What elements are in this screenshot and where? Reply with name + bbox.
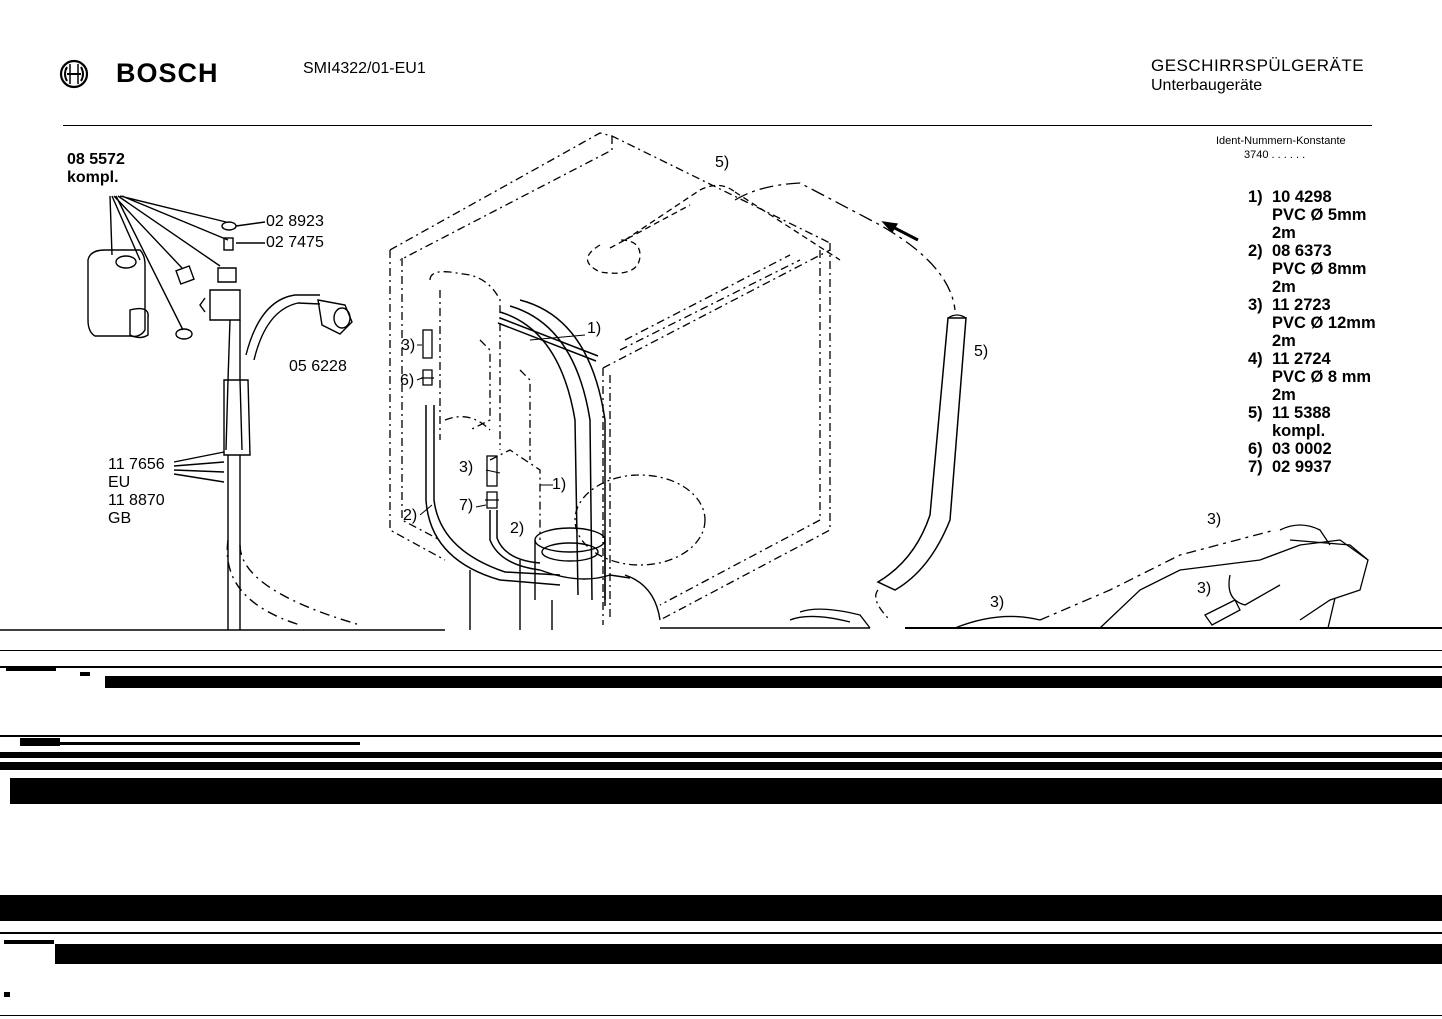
legend-entry: 4) 11 2724 PVC Ø 8 mm 2m: [1248, 350, 1376, 404]
legend-num: 2): [1248, 242, 1263, 260]
ref-label: 1): [552, 476, 567, 493]
ref-label: 5): [974, 343, 989, 360]
ident-value: 3740 . . . . . .: [1244, 149, 1306, 161]
scan-band: [60, 742, 360, 745]
hose-gb-label: GB: [108, 510, 132, 527]
scan-band: [0, 895, 1442, 921]
tube-part-3a: [422, 329, 433, 359]
part-label-056228: 05 6228: [289, 358, 347, 375]
ref-label: 2): [510, 520, 525, 537]
legend-line: PVC Ø 12mm: [1272, 314, 1376, 332]
scan-band: [80, 672, 90, 676]
legend-line: 11 5388: [1272, 404, 1331, 422]
legend-line: 08 6373: [1272, 242, 1332, 260]
inlet-valve-kit: [87, 195, 266, 340]
legend-num: 6): [1248, 440, 1263, 458]
hose-eu-label: EU: [108, 474, 131, 491]
dishwasher-body-outline: [389, 132, 831, 625]
hose-gb-number: 11 8870: [108, 492, 165, 509]
part-label-028923: 02 8923: [266, 213, 324, 230]
header-divider: [63, 125, 1372, 126]
tube-part-3b: [486, 455, 498, 487]
vent-hose-route: [734, 182, 956, 311]
parts-legend: 1) 10 4298 PVC Ø 5mm 2m 2) 08 6373 PVC Ø…: [1248, 188, 1376, 476]
scan-line: [0, 932, 1442, 934]
legend-num: 4): [1248, 350, 1263, 368]
ref-label: 3): [1197, 580, 1212, 597]
scan-line: [0, 666, 1442, 668]
scan-band: [0, 762, 1442, 770]
legend-line: PVC Ø 8 mm: [1272, 368, 1372, 386]
legend-line: 2m: [1272, 386, 1296, 404]
legend-num: 3): [1248, 296, 1263, 314]
legend-num: 5): [1248, 404, 1263, 422]
legend-line: 02 9937: [1272, 458, 1332, 476]
brand-logo: [58, 58, 90, 95]
legend-line: PVC Ø 5mm: [1272, 206, 1367, 224]
scan-band: [10, 778, 1442, 804]
internal-hoses: [425, 299, 606, 606]
legend-entry: 5) 11 5388 kompl.: [1248, 404, 1376, 440]
scan-band: [55, 944, 1442, 964]
scan-band: [105, 676, 1442, 688]
legend-line: 11 2723: [1272, 296, 1331, 314]
legend-line: 2m: [1272, 278, 1296, 296]
ref-label: 5): [715, 154, 730, 171]
connector-part-7: [485, 491, 499, 509]
scan-band: [0, 752, 1442, 758]
inlet-hose: [173, 294, 361, 630]
legend-line: 10 4298: [1272, 188, 1332, 206]
ref-label: 6): [400, 372, 415, 389]
ident-label: Ident-Nummern-Konstante: [1216, 135, 1346, 147]
legend-line: 11 2724: [1272, 350, 1331, 368]
drain-assembly: [789, 524, 1369, 629]
pump-sump: [469, 527, 661, 630]
legend-entry: 1) 10 4298 PVC Ø 5mm 2m: [1248, 188, 1376, 242]
exploded-diagram: [0, 132, 1442, 631]
ref-label: 3): [1207, 511, 1222, 528]
ref-label: 3): [459, 459, 474, 476]
legend-num: 1): [1248, 188, 1263, 206]
legend-line: 03 0002: [1272, 440, 1332, 458]
connector-part-6: [421, 369, 434, 386]
scan-line: [0, 650, 1442, 651]
scan-line: [0, 1015, 1442, 1016]
legend-entry: 6) 03 0002: [1248, 440, 1376, 458]
scan-band: [4, 940, 54, 944]
scan-band: [6, 668, 56, 671]
brand-name: BOSCH: [116, 58, 219, 88]
legend-num: 7): [1248, 458, 1263, 476]
legend-line: 2m: [1272, 224, 1296, 242]
kit-label: kompl.: [67, 169, 119, 186]
category-subtitle: Unterbaugeräte: [1151, 77, 1263, 94]
scan-band: [4, 992, 10, 997]
part-label-027475: 02 7475: [266, 234, 324, 251]
ref-label: 3): [401, 337, 416, 354]
ref-label: 3): [990, 594, 1005, 611]
legend-line: PVC Ø 8mm: [1272, 260, 1367, 278]
ref-label: 7): [459, 497, 474, 514]
ref-label: 1): [587, 320, 602, 337]
legend-entry: 7) 02 9937: [1248, 458, 1376, 476]
hose-eu-number: 11 7656: [108, 456, 165, 473]
arrow-icon: [881, 221, 919, 242]
bosch-armature-icon: [59, 59, 89, 89]
ref-label: 2): [403, 507, 418, 524]
scan-band: [20, 738, 60, 746]
legend-entry: 3) 11 2723 PVC Ø 12mm 2m: [1248, 296, 1376, 350]
scan-line: [0, 735, 1442, 737]
legend-line: kompl.: [1272, 422, 1326, 440]
category-title: GESCHIRRSPÜLGERÄTE: [1151, 56, 1365, 75]
legend-entry: 2) 08 6373 PVC Ø 8mm 2m: [1248, 242, 1376, 296]
model-number: SMI4322/01-EU1: [303, 60, 426, 77]
top-spray-arm: [586, 184, 841, 274]
hose-connector: [317, 299, 353, 335]
legend-line: 2m: [1272, 332, 1296, 350]
kit-number: 08 5572: [67, 151, 125, 168]
